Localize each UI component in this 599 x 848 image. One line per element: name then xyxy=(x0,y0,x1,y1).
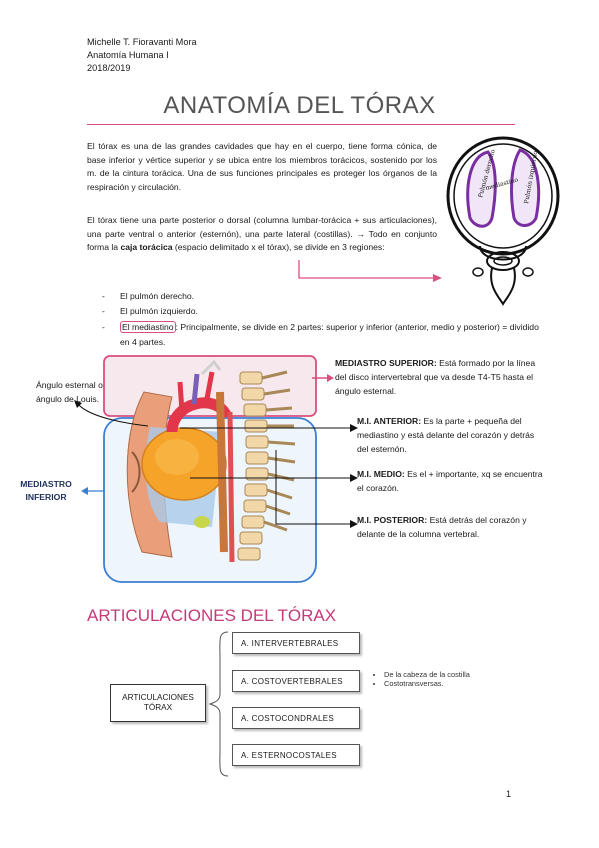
list-item: Costotransversas. xyxy=(384,679,470,688)
caja-toracica-arrow xyxy=(298,260,442,282)
second-paragraph: El tórax tiene una parte posterior o dor… xyxy=(87,214,437,255)
list-item: El pulmón izquierdo. xyxy=(100,304,540,320)
medio-title: M.I. MEDIO: xyxy=(357,469,405,479)
articulaciones-root-box: ARTICULACIONES TÓRAX xyxy=(110,684,206,722)
posterior-title: M.I. POSTERIOR: xyxy=(357,515,428,525)
costovertebrales-subitems: De la cabeza de la costilla Costotransve… xyxy=(370,670,470,688)
inferior-arrow xyxy=(81,487,104,495)
angulo-arrow xyxy=(74,400,149,427)
mediastinum-illustration xyxy=(103,355,317,583)
document-header: Michelle T. Fioravanti Mora Anatomía Hum… xyxy=(87,36,197,75)
course-name: Anatomía Humana I xyxy=(87,50,169,60)
title-underline xyxy=(87,124,515,125)
brace-connector xyxy=(208,631,229,777)
academic-year: 2018/2019 xyxy=(87,63,131,73)
mi-anterior-note: M.I. ANTERIOR: Es la parte + pequeña del… xyxy=(357,416,535,454)
author-name: Michelle T. Fioravanti Mora xyxy=(87,37,197,47)
anterior-title: M.I. ANTERIOR: xyxy=(357,416,422,426)
branch-esternocostales: A. ESTERNOCOSTALES xyxy=(232,744,360,766)
thorax-cross-section-sketch: Pulmón derecho mediastino Pulmón izquier… xyxy=(446,136,560,306)
mediastino-highlight: El mediastino xyxy=(120,320,176,333)
paragraph-text-end: (espacio delimitado x el tórax), se divi… xyxy=(172,242,385,253)
mediastro-inferior-label: MEDIASTRO INFERIOR xyxy=(20,479,72,502)
regions-list: El pulmón derecho. El pulmón izquierdo. … xyxy=(100,289,540,351)
intro-paragraph: El tórax es una de las grandes cavidades… xyxy=(87,141,437,192)
mi-medio-note: M.I. MEDIO: Es el + importante, xq se en… xyxy=(357,469,543,493)
list-item: De la cabeza de la costilla xyxy=(384,670,470,679)
branch-intervertebrales: A. INTERVERTEBRALES xyxy=(232,632,360,654)
superior-title: MEDIASTRO SUPERIOR: xyxy=(335,358,437,368)
list-item: El pulmón derecho. xyxy=(100,289,540,305)
angulo-esternal-label: Ángulo esternal o ángulo de Louis. xyxy=(36,380,103,404)
page-number: 1 xyxy=(506,789,512,799)
page-title: ANATOMÍA DEL TÓRAX xyxy=(163,92,436,119)
mediastro-superior-note: MEDIASTRO SUPERIOR: Está formado por la … xyxy=(335,358,536,396)
list-item: El mediastino: Principalmente, se divide… xyxy=(100,320,540,351)
superior-arrow xyxy=(312,374,334,382)
branch-costovertebrales: A. COSTOVERTEBRALES xyxy=(232,670,360,692)
caja-toracica-term: caja torácica xyxy=(120,242,173,253)
pointer-lines xyxy=(180,424,358,528)
paragraph-text-start: El tórax tiene una parte posterior o dor… xyxy=(87,215,437,253)
section-title-articulaciones: ARTICULACIONES DEL TÓRAX xyxy=(87,606,337,625)
mi-posterior-note: M.I. POSTERIOR: Está detrás del corazón … xyxy=(357,515,527,539)
branch-costocondrales: A. COSTOCONDRALES xyxy=(232,707,360,729)
